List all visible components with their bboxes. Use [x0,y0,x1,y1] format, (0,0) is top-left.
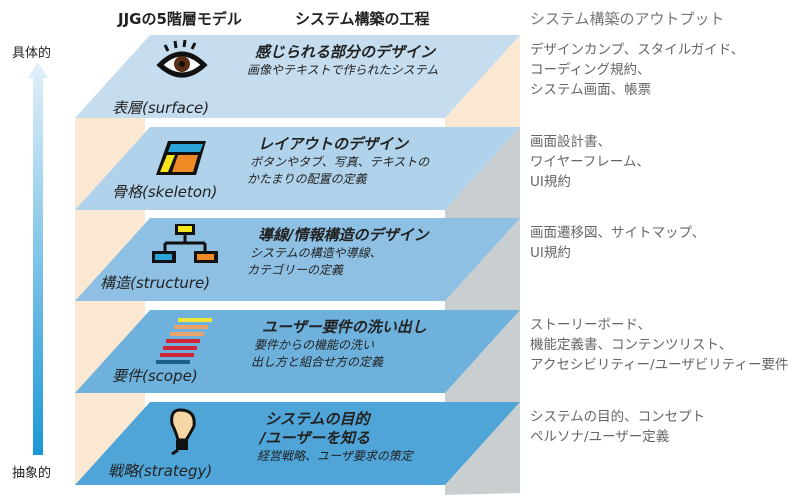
layout-icon [156,141,206,175]
layer-outputs: ストーリーボード、機能定義書、コンテンツリスト、アクセシビリティー/ユーザビリテ… [530,315,788,375]
layer-title: レイアウトのデザイン [258,135,409,153]
lightbulb-icon [170,408,196,456]
model-heading: JJGの5階層モデル [118,10,242,28]
output-item: システムの目的、コンセプト [530,409,706,425]
layer-title: システムの目的 [265,410,370,428]
output-item: 機能定義書、コンテンツリスト、 [530,337,733,353]
eye-icon [156,39,208,78]
output-item: 画面遷移図、サイトマップ、 [530,225,706,241]
axis-concrete-label: 具体的 [12,46,52,61]
layer-gap [145,210,445,218]
layer-description: システムの構造や導線、 [250,246,382,260]
layer-title: /ユーザーを知る [260,429,371,447]
output-item: コーディング規約、 [530,62,651,78]
layer-outputs: システムの目的、コンセプトペルソナ/ユーザー定義 [530,407,705,447]
output-item: アクセシビリティー/ユーザビリティー要件 [530,357,789,373]
axis-abstract-label: 抽象的 [12,466,52,481]
layer-gap [145,485,445,493]
layer-gap [145,301,445,309]
layer-name: 表層(surface) [112,99,210,117]
layer-name: 構造(structure) [100,274,211,292]
output-item: ストーリーボード、 [530,317,651,333]
layer-outputs: 画面設計書、ワイヤーフレーム、 UI規約 [530,132,650,192]
layer-description: ボタンやタブ、写真、テキストの [250,155,430,169]
list-lines-icon [156,318,212,364]
process-heading: システム構築の工程 [295,10,430,28]
layer-description: 出し方と組合せ方の定義 [251,355,384,369]
output-item: ペルソナ/ユーザー定義 [530,429,670,445]
layer-title: 感じられる部分のデザイン [255,43,436,61]
layer-description: 経営戦略、ユーザ要求の策定 [257,449,413,463]
layer-description: 要件からの機能の洗い [254,338,375,352]
layer-name: 戦略(strategy) [108,462,213,480]
abstraction-arrow [28,62,48,455]
output-heading: システム構築のアウトプット [530,10,725,28]
layer-gap [145,393,445,401]
output-item: UI規約 [530,174,571,190]
layer-gap [145,118,445,126]
output-item: 画面設計書、 [530,134,611,150]
layer-outputs: 画面遷移図、サイトマップ、 UI規約 [530,223,705,263]
layer-name: 要件(scope) [112,367,198,385]
layer-outputs: デザインカンプ、スタイルガイド、コーディング規約、システム画面、帳票 [530,40,744,100]
output-item: UI規約 [530,245,571,261]
layer-description: 画像やテキストで作られたシステム [247,63,439,77]
output-item: デザインカンプ、スタイルガイド、 [530,42,745,58]
layer-description: カテゴリーの定義 [247,263,344,277]
layer-description: かたまりの配置の定義 [247,172,367,186]
layer-name: 骨格(skeleton) [112,183,218,201]
layer-title: ユーザー要件の洗い出し [262,318,427,336]
output-item: ワイヤーフレーム、 [530,154,650,170]
layer-title: 導線/情報構造のデザイン [258,226,429,244]
sitemap-icon [152,224,218,263]
output-item: システム画面、帳票 [530,82,652,98]
layer-plane-4 [75,310,520,393]
